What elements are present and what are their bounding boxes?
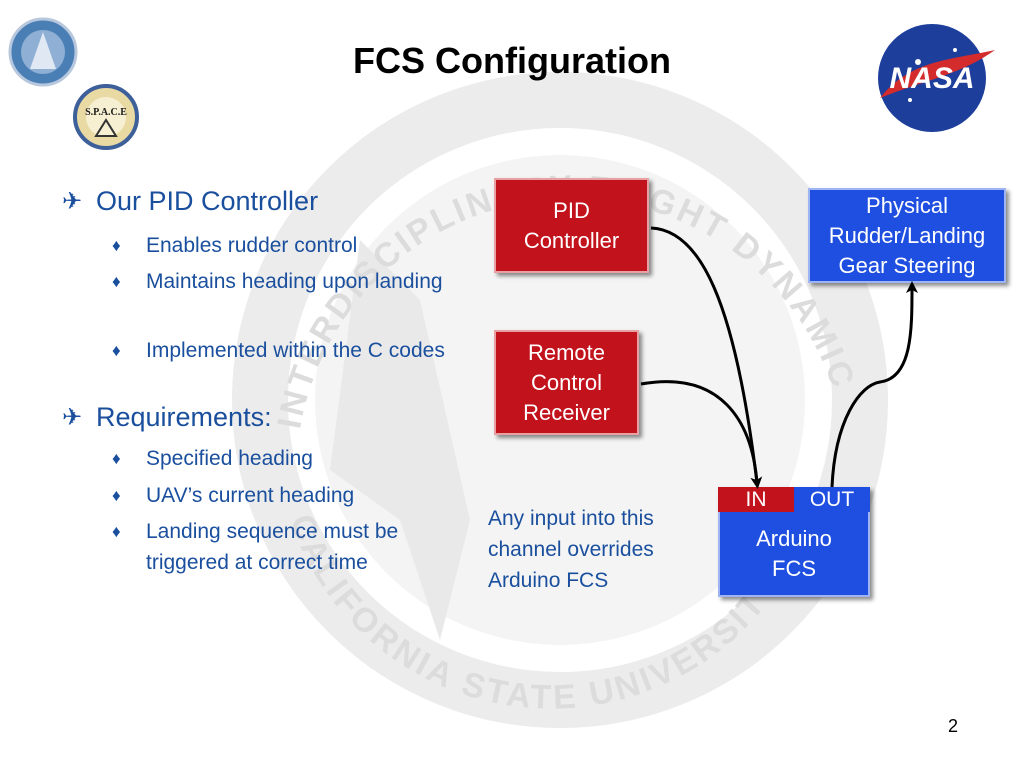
- bullet-our-pid-controller: ✈ Our PID Controller: [62, 186, 318, 217]
- sub-bullet: ♦ Landing sequence must be triggered at …: [112, 516, 457, 578]
- slide-title: FCS Configuration: [353, 40, 671, 81]
- pid-to-arduino-connector: [650, 226, 763, 489]
- out-port-label: OUT: [794, 487, 870, 512]
- arduino-fcs-box: Arduino FCS: [718, 512, 870, 597]
- airplane-icon: ✈: [62, 188, 83, 215]
- physical-rudder-box: Physical Rudder/Landing Gear Steering: [808, 188, 1006, 283]
- lab-logo: [8, 17, 78, 87]
- pid-controller-box: PID Controller: [494, 178, 649, 273]
- sub-bullet-text: Specified heading: [146, 447, 313, 470]
- seal-aircraft-silhouette: [330, 240, 470, 640]
- diamond-bullet-icon: ♦: [112, 486, 121, 505]
- sub-bullet-text: UAV’s current heading: [146, 484, 355, 507]
- sub-bullet: ♦ Enables rudder control: [112, 230, 457, 261]
- box-label-line: Remote: [527, 339, 606, 365]
- arduino-to-rudder-connector: [830, 281, 918, 488]
- sub-bullet: ♦ Implemented within the C codes: [112, 335, 457, 366]
- box-label-line: Receiver: [523, 399, 610, 425]
- airplane-icon: ✈: [62, 404, 83, 431]
- sub-bullet: ♦ UAV’s current heading: [112, 480, 457, 511]
- override-note: Any input into this channel overrides Ar…: [488, 507, 654, 592]
- sub-bullet: ♦ Specified heading: [112, 443, 457, 474]
- diamond-bullet-icon: ♦: [112, 449, 121, 468]
- arduino-fcs-block: IN OUT Arduino FCS: [718, 487, 870, 597]
- space-lab-logo-text: S.P.A.C.E: [85, 107, 127, 118]
- page-number: 2: [948, 716, 959, 736]
- diamond-bullet-icon: ♦: [112, 236, 121, 255]
- receiver-to-arduino-connector: [640, 380, 759, 484]
- box-label-line: PID: [553, 197, 590, 223]
- box-label-line: Control: [531, 369, 602, 395]
- sub-bullet-text: Maintains heading upon landing: [146, 270, 443, 293]
- bullet-text: Requirements:: [96, 402, 272, 432]
- nasa-logo-text: NASA: [889, 62, 974, 95]
- bullet-text: Our PID Controller: [96, 186, 319, 216]
- diamond-bullet-icon: ♦: [112, 341, 121, 360]
- sub-bullet-text: Implemented within the C codes: [146, 339, 445, 362]
- diamond-bullet-icon: ♦: [112, 522, 121, 541]
- box-label-line: Arduino: [756, 525, 832, 551]
- box-label-line: Controller: [523, 227, 620, 253]
- space-lab-logo: S.P.A.C.E: [73, 84, 139, 150]
- seal-outer-ring: [232, 72, 888, 728]
- box-label-line: Gear Steering: [838, 252, 976, 278]
- nasa-logo: NASA: [878, 24, 995, 132]
- sub-bullet-text: Enables rudder control: [146, 234, 358, 257]
- box-label-line: Physical: [866, 192, 948, 218]
- remote-control-receiver-box: Remote Control Receiver: [494, 330, 639, 435]
- diamond-bullet-icon: ♦: [112, 272, 121, 291]
- box-label-line: FCS: [772, 555, 816, 581]
- box-label-line: Rudder/Landing: [828, 222, 986, 248]
- in-port-label: IN: [718, 487, 794, 512]
- sub-bullet-text: Landing sequence must be triggered at co…: [146, 520, 399, 574]
- bullet-requirements: ✈ Requirements:: [62, 402, 272, 433]
- sub-bullet: ♦ Maintains heading upon landing: [112, 266, 457, 297]
